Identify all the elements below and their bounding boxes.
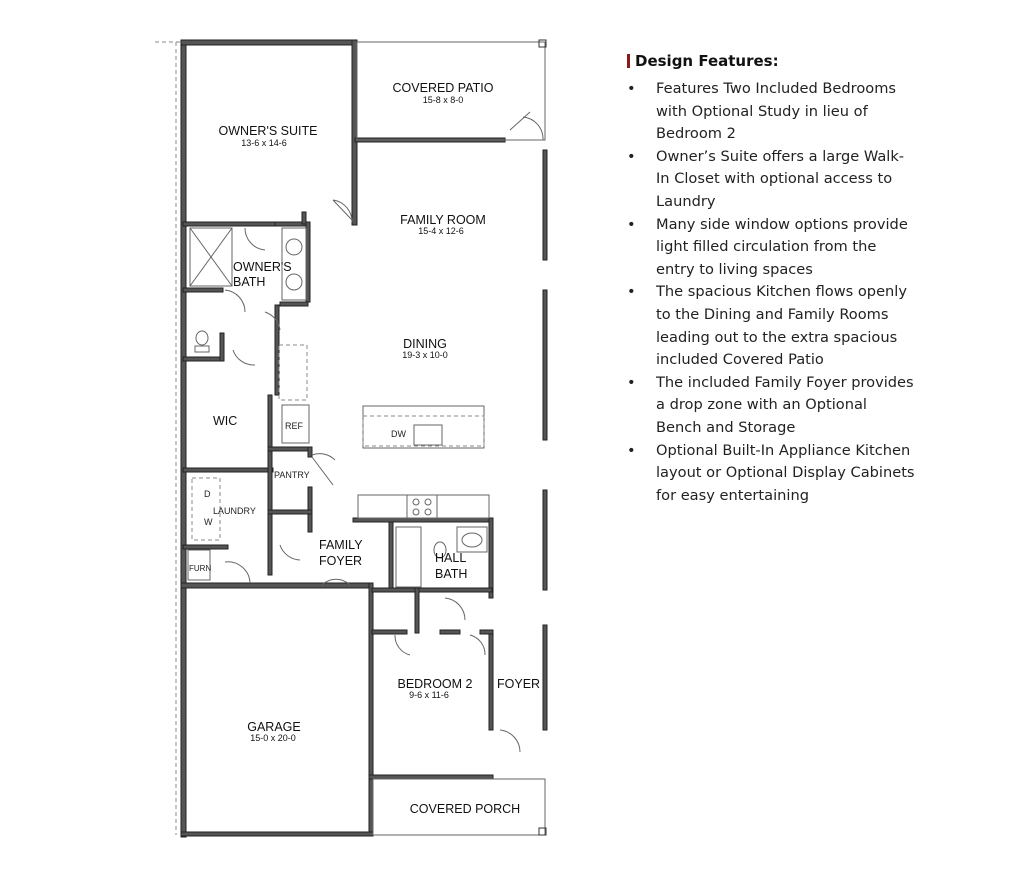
features-heading: Design Features: <box>627 52 917 70</box>
owners-bath-label-1: OWNER'S <box>233 260 292 274</box>
accent-bar <box>627 54 630 68</box>
laundry-label: LAUNDRY <box>213 506 256 516</box>
family-room-dim: 15-4 x 12-6 <box>418 226 464 236</box>
owners-bath-label-2: BATH <box>233 275 265 289</box>
bullet-icon: • <box>627 215 636 233</box>
foyer-label: FOYER <box>497 677 540 691</box>
bullet-icon: • <box>627 283 636 301</box>
wic-label: WIC <box>213 414 237 428</box>
furn-label: FURN <box>189 564 211 573</box>
garage-label: GARAGE <box>247 720 301 734</box>
doors <box>224 111 544 753</box>
shower <box>189 227 233 287</box>
feature-item: • Owner’s Suite offers a large Walk-In Cl… <box>627 146 917 214</box>
covered-patio-dim: 15-8 x 8-0 <box>423 95 464 105</box>
feature-text: Many side window options provide light f… <box>656 215 908 278</box>
feature-text: The spacious Kitchen flows openly to the… <box>656 283 907 369</box>
features-heading-text: Design Features: <box>635 52 779 70</box>
bullet-icon: • <box>627 441 636 459</box>
feature-item: • Features Two Included Bedrooms with Opt… <box>627 78 917 146</box>
feature-item: • Many side window options provide light … <box>627 214 917 282</box>
owners-suite-label: OWNER'S SUITE <box>219 124 318 138</box>
patio-post <box>538 39 547 48</box>
island-sink <box>413 424 443 446</box>
feature-text: Features Two Included Bedrooms with Opti… <box>656 80 897 143</box>
feature-text: Owner’s Suite offers a large Walk-In Clo… <box>656 147 905 210</box>
refrigerator <box>281 404 310 444</box>
hall-bath-label-1: HALL <box>435 551 466 565</box>
owners-suite-dim: 13-6 x 14-6 <box>241 138 287 148</box>
feature-item: • The included Family Foyer provides a dr… <box>627 372 917 440</box>
vanity <box>281 227 307 301</box>
pantry-label: PANTRY <box>274 470 310 480</box>
exterior-walls <box>180 39 548 838</box>
laundry-machines <box>191 477 221 541</box>
feature-text: Optional Built-In Appliance Kitchen layo… <box>656 441 915 504</box>
covered-porch-outline <box>372 778 546 836</box>
interior-walls <box>182 211 494 635</box>
washer-label: W <box>204 517 213 527</box>
hall-bath-label-2: BATH <box>435 567 467 581</box>
dw-label: DW <box>391 429 406 439</box>
hall-bath-sink <box>456 526 488 553</box>
bullet-icon: • <box>627 80 636 97</box>
floor-plan: OWNER'S SUITE 13-6 x 14-6 COVERED PATIO … <box>155 39 548 838</box>
bullet-icon: • <box>627 147 636 165</box>
sink-icon <box>285 273 303 291</box>
porch-post <box>538 827 547 836</box>
sink-icon <box>285 238 303 256</box>
pantry-shelf <box>278 344 308 401</box>
design-features-panel: Design Features: • Features Two Included … <box>627 52 917 507</box>
features-list: • Features Two Included Bedrooms with Opt… <box>627 78 917 507</box>
feature-text: The included Family Foyer provides a dro… <box>656 373 914 436</box>
covered-patio-outline <box>356 41 546 141</box>
feature-item: • Optional Built-In Appliance Kitchen lay… <box>627 440 917 508</box>
family-foyer-label-1: FAMILY <box>319 538 363 552</box>
dining-label: DINING <box>403 337 447 351</box>
furnace <box>187 549 211 581</box>
bedroom2-label: BEDROOM 2 <box>397 677 472 691</box>
kitchen-island <box>362 405 485 449</box>
covered-patio-label: COVERED PATIO <box>393 81 494 95</box>
dryer-label: D <box>204 489 211 499</box>
covered-porch-label: COVERED PORCH <box>410 802 520 816</box>
family-room-label: FAMILY ROOM <box>400 213 486 227</box>
family-foyer-label-2: FOYER <box>319 554 362 568</box>
toilet-icon <box>195 330 209 346</box>
feature-item: • The spacious Kitchen flows openly to th… <box>627 281 917 371</box>
dining-dim: 19-3 x 10-0 <box>402 350 448 360</box>
kitchen-counter <box>357 494 490 519</box>
bathtub <box>395 526 422 588</box>
bullet-icon: • <box>627 373 636 391</box>
toilet-icon <box>433 541 447 559</box>
bedroom2-dim: 9-6 x 11-6 <box>409 690 449 700</box>
garage-dim: 15-0 x 20-0 <box>250 733 296 743</box>
ref-label: REF <box>285 421 304 431</box>
cooktop-icon <box>406 494 438 519</box>
